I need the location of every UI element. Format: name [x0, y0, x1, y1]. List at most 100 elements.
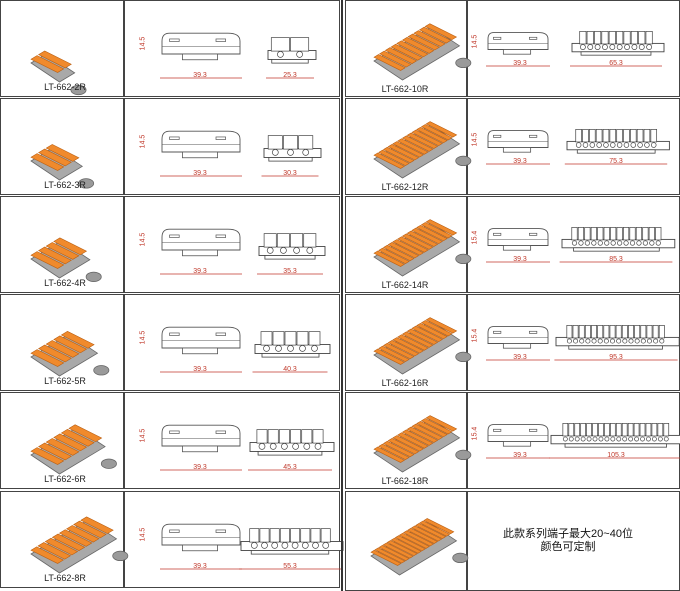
lever [30, 546, 64, 564]
side-view [161, 424, 241, 453]
dimension-line [160, 77, 242, 79]
connector-photo [373, 219, 472, 277]
side-view [161, 228, 241, 257]
height-dimension: 15.4 [471, 426, 479, 441]
connector-photo [373, 415, 472, 473]
front-view [254, 331, 330, 358]
lever [38, 442, 72, 461]
lever [373, 348, 405, 365]
lever [386, 540, 418, 557]
lever [378, 545, 410, 561]
dimension-line [160, 469, 242, 471]
lever [406, 230, 439, 247]
side-view [161, 523, 241, 552]
lever [397, 334, 429, 351]
lever [387, 438, 420, 455]
lever [397, 236, 429, 253]
lever [387, 144, 420, 161]
model-label: LT-662-4R [44, 278, 86, 288]
height-dimension: 14.5 [139, 36, 147, 51]
customization-note: 此款系列端子最大20~40位 颜色可定制 [468, 528, 668, 554]
lever [401, 429, 434, 446]
dimension-line [486, 359, 550, 361]
length-dimension: 39.3 [193, 170, 207, 177]
lever [45, 340, 80, 358]
front-view [263, 135, 321, 162]
front-view [258, 233, 326, 260]
lever [407, 527, 439, 544]
connector-photo [373, 23, 472, 81]
lever [416, 224, 448, 242]
lever [382, 244, 415, 262]
length-dimension: 39.3 [513, 60, 527, 67]
lever [411, 325, 443, 343]
lever [392, 141, 424, 158]
lever [378, 345, 410, 362]
height-dimension: 14.5 [139, 428, 147, 443]
lever [30, 251, 65, 269]
lever [378, 443, 410, 460]
length-dimension: 39.3 [513, 256, 527, 263]
side-view [161, 326, 241, 355]
front-view [550, 423, 680, 448]
lever [394, 535, 426, 552]
lever [415, 523, 447, 539]
lever [73, 520, 107, 539]
lever [424, 23, 458, 41]
width-dimension: 45.3 [283, 464, 297, 471]
lever [370, 549, 402, 566]
lever [37, 542, 72, 560]
dimension-line [266, 77, 314, 79]
lever [411, 129, 443, 147]
lever [60, 428, 95, 447]
height-dimension: 14.5 [471, 34, 479, 49]
width-dimension: 75.3 [609, 158, 623, 165]
width-dimension: 40.3 [283, 366, 297, 373]
width-dimension: 55.3 [283, 563, 297, 570]
connector-photo [30, 330, 110, 377]
dimension-line [554, 359, 678, 361]
lever [60, 330, 95, 349]
dimension-line [486, 163, 550, 165]
lever [425, 121, 458, 138]
side-view [161, 32, 241, 61]
lever [392, 239, 424, 256]
side-view [161, 130, 241, 159]
dimension-line [160, 175, 242, 177]
note-line-2: 颜色可定制 [540, 541, 596, 553]
lever [45, 242, 80, 260]
connector-photo [30, 424, 117, 475]
model-label: LT-662-12R [381, 182, 429, 192]
model-label: LT-662-2R [44, 82, 86, 92]
connector-photo [30, 50, 87, 96]
lever [30, 153, 65, 171]
side-view [487, 326, 549, 349]
lever [373, 54, 406, 71]
dimension-line [160, 568, 242, 570]
height-dimension: 15.4 [471, 230, 479, 245]
model-label: LT-662-14R [381, 280, 429, 290]
lever [425, 317, 458, 334]
connector-photo [30, 516, 129, 574]
lever [401, 37, 435, 54]
lever [378, 149, 410, 166]
lever [382, 440, 415, 458]
lever [411, 423, 443, 441]
lever [53, 433, 88, 452]
length-dimension: 39.3 [193, 366, 207, 373]
dimension-line [559, 261, 673, 263]
model-label: LT-662-8R [44, 573, 86, 583]
length-dimension: 39.3 [193, 563, 207, 570]
model-label: LT-662-3R [44, 180, 86, 190]
dimension-line [486, 261, 550, 263]
lever [416, 322, 448, 340]
lever [390, 537, 422, 554]
lever [38, 148, 72, 167]
lever [392, 435, 424, 452]
lever [379, 50, 412, 68]
dimension-line [257, 273, 323, 275]
dimension-line [261, 175, 319, 177]
side-view [487, 130, 549, 153]
width-dimension: 65.3 [609, 60, 623, 67]
dimension-line [239, 568, 341, 570]
